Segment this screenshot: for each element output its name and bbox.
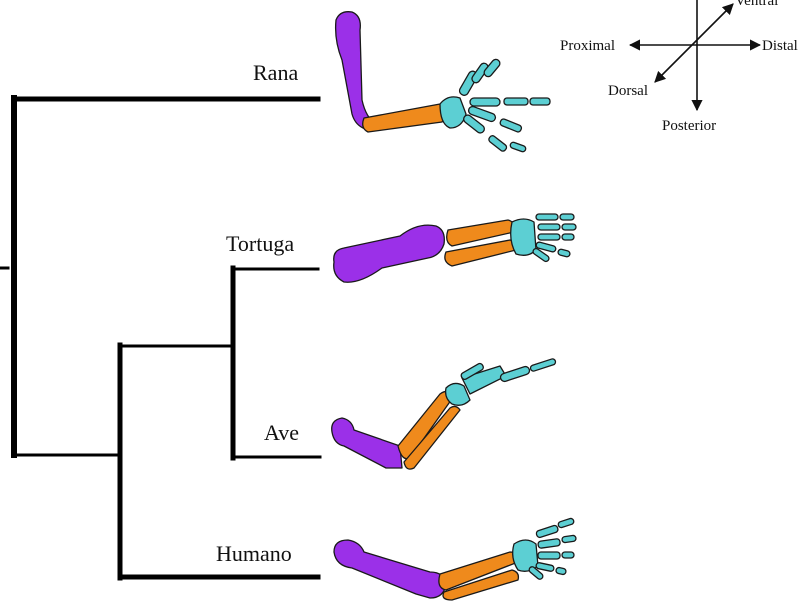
limb-rana (336, 12, 550, 153)
compass-diagonal-axis (655, 4, 733, 82)
taxon-label-rana: Rana (253, 60, 298, 85)
taxon-label-humano: Humano (216, 541, 292, 566)
compass-label-proximal: Proximal (560, 38, 615, 54)
orientation-compass (630, 0, 760, 110)
compass-label-ventral: Ventral (735, 0, 778, 9)
humano-hand (513, 518, 577, 581)
taxon-label-tortuga: Tortuga (226, 231, 294, 256)
phylogenetic-tree (0, 98, 320, 578)
compass-label-dorsal: Dorsal (608, 83, 648, 99)
ave-hand (446, 358, 557, 405)
rana-humerus (336, 12, 376, 130)
limb-ave (332, 358, 557, 469)
limb-tortuga (334, 214, 576, 282)
rana-radioulna (363, 104, 448, 132)
tortuga-humerus (334, 225, 445, 282)
compass-label-posterior: Posterior (662, 118, 716, 134)
ave-humerus (332, 418, 402, 468)
tortuga-hand (511, 214, 576, 263)
limb-humano (334, 518, 576, 600)
compass-label-distal: Distal (762, 38, 798, 54)
humano-humerus (334, 540, 446, 598)
rana-hand (440, 58, 550, 153)
taxon-label-ave: Ave (264, 420, 299, 445)
